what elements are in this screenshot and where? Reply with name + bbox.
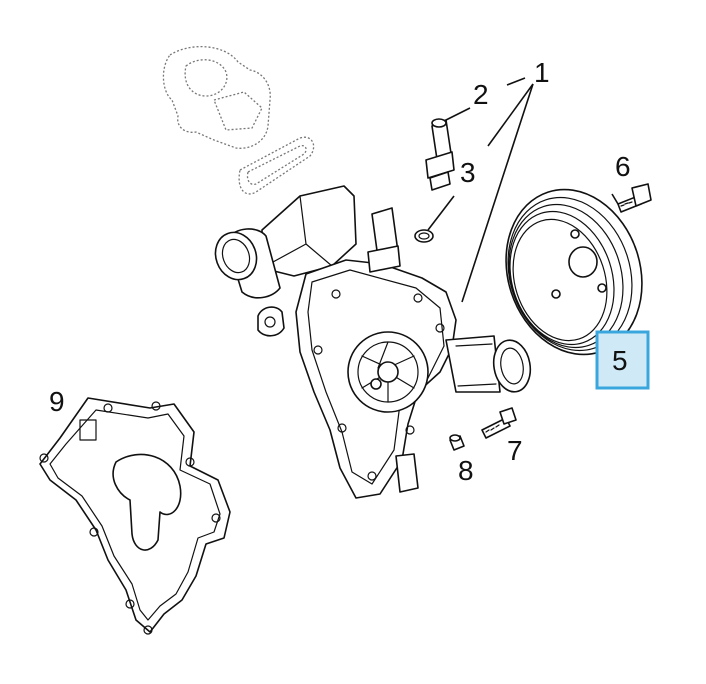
- callout-1: 1: [534, 57, 550, 88]
- callout-6: 6: [615, 151, 631, 182]
- callout-9: 9: [49, 386, 65, 417]
- part-2-sensor: [425, 118, 455, 191]
- part-8-dowel: [449, 434, 465, 451]
- thermostat-housing-ghost: [162, 46, 315, 195]
- part-9-gasket: [39, 397, 231, 635]
- callout-7: 7: [507, 435, 523, 466]
- part-5-pulley: [505, 188, 643, 356]
- callout-5: 5: [612, 345, 628, 376]
- part-1-water-pump: [214, 185, 532, 499]
- part-6-bolt: [617, 183, 652, 213]
- callout-5-highlight: [595, 330, 650, 390]
- leader-lines: [427, 77, 619, 303]
- callout-3: 3: [460, 157, 476, 188]
- part-7-bolt: [481, 407, 517, 439]
- part-3-o-ring: [414, 229, 434, 243]
- callout-2: 2: [473, 79, 489, 110]
- callout-8: 8: [458, 455, 474, 486]
